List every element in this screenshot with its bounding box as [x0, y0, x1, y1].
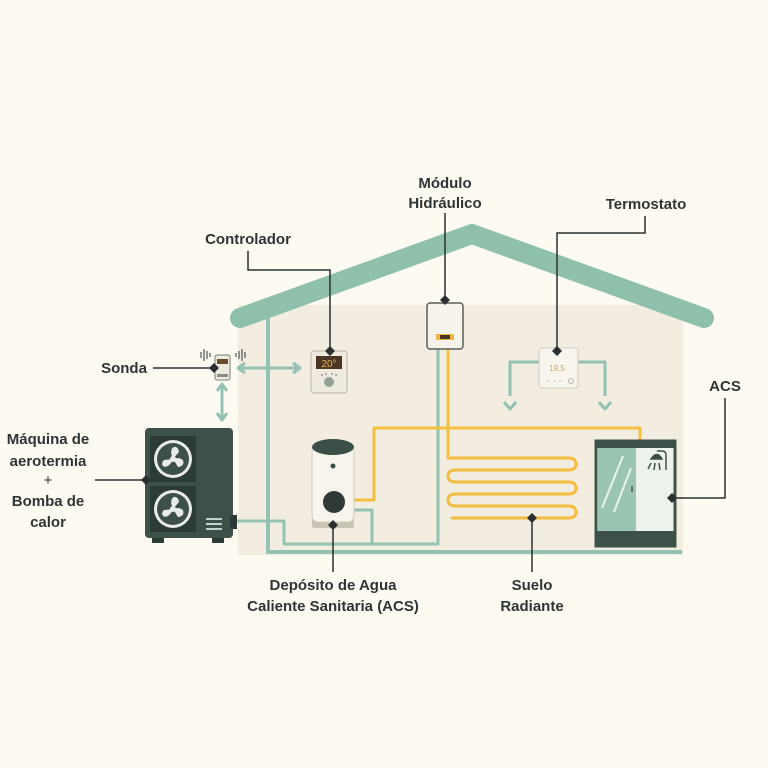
unit-vent-lines	[206, 518, 222, 530]
thermostat-display: 19.5	[549, 364, 565, 373]
leader-dots	[141, 295, 677, 530]
unit-foot-right	[212, 536, 224, 543]
label-maquina-line2: aerotermia	[10, 453, 87, 470]
shower-icon	[647, 450, 667, 471]
sensor-arrow-left	[236, 361, 246, 375]
hot-water-tank	[311, 439, 355, 528]
label-acs: ACS	[709, 378, 741, 395]
heat-pump-unit	[145, 428, 237, 543]
thermostat-arrow-right	[597, 401, 613, 411]
fan-icon	[150, 486, 196, 532]
label-suelo-line2: Radiante	[500, 598, 563, 615]
label-sonda: Sonda	[101, 360, 147, 377]
label-deposito-line2: Caliente Sanitaria (ACS)	[247, 598, 419, 615]
signal-wave-icon	[200, 349, 211, 361]
roof	[230, 224, 714, 328]
controller-device: 20°	[310, 350, 348, 394]
label-modulo-line1: Módulo	[418, 175, 471, 192]
unit-connector	[230, 515, 237, 529]
thermostat-arrow-left	[502, 401, 518, 411]
hydraulic-module	[426, 302, 464, 350]
label-suelo-line1: Suelo	[512, 577, 553, 594]
sensor-arrow-down	[215, 412, 229, 422]
label-modulo-line2: Hidráulico	[408, 195, 481, 212]
sensor-arrow-up	[215, 382, 229, 392]
fan-icon	[150, 436, 196, 482]
label-maquina-plus: +	[44, 472, 53, 489]
unit-foot-left	[152, 536, 164, 543]
leader-acs	[672, 398, 726, 499]
pipe-return-main	[233, 346, 440, 546]
leader-termostato	[556, 216, 646, 351]
leader-controlador	[247, 251, 331, 351]
pipe-radiant-supply	[446, 344, 570, 460]
label-maquina-line1: Máquina de	[7, 431, 90, 448]
sensor-arrow-right	[292, 361, 302, 375]
label-maquina-line3: Bomba de	[12, 493, 85, 510]
label-maquina-line4: calor	[30, 514, 66, 531]
label-deposito-line1: Depósito de Agua	[270, 577, 398, 594]
shower-cabin	[594, 439, 677, 548]
signal-wave-icon	[235, 349, 246, 361]
thermostat-device: 19.5	[538, 347, 579, 389]
label-controlador: Controlador	[205, 231, 291, 248]
pipe-depot-return	[352, 508, 374, 544]
pipe-acs-supply	[353, 426, 642, 502]
label-termostato: Termostato	[606, 196, 687, 213]
controller-display: 20°	[321, 359, 336, 370]
pipes-hot	[353, 344, 642, 520]
leader-lines	[95, 213, 726, 572]
radiant-floor-coil	[446, 456, 578, 520]
